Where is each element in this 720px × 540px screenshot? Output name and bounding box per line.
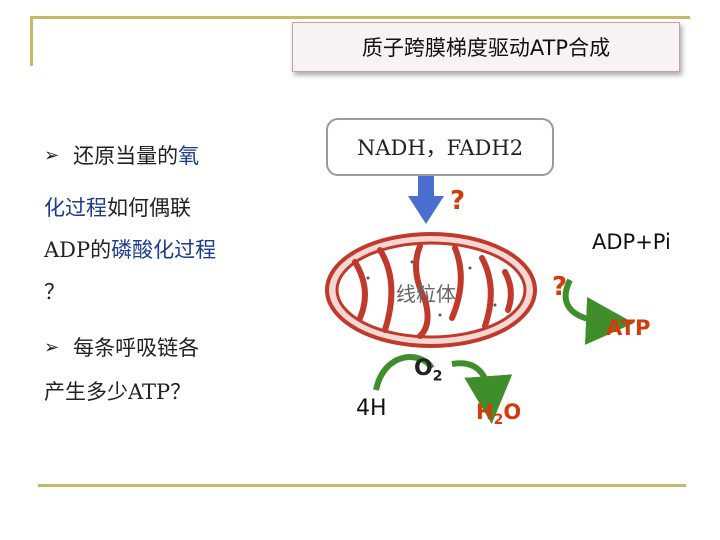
question-mark-top: ? xyxy=(450,186,466,216)
question-1-line-4: ？ xyxy=(44,280,65,304)
green-arrow-atp xyxy=(562,278,634,345)
q1-line3-pre: ADP的 xyxy=(44,238,112,262)
4h-label: 4H xyxy=(356,396,387,421)
h2o-label: H2O xyxy=(476,400,521,428)
question-1-line-3: ADP的磷酸化过程 xyxy=(44,234,216,264)
frame-left-line xyxy=(30,16,33,66)
bullet-arrow-icon: ➢ xyxy=(44,336,60,358)
question-1-line-1: ➢ 还原当量的氧 xyxy=(44,140,199,170)
question-mark-right: ? xyxy=(552,272,568,302)
frame-top-line xyxy=(30,16,690,19)
nadh-fadh2-box: NADH，FADH2 xyxy=(326,118,554,176)
adp-pi-label: ADP+Pi xyxy=(592,230,671,254)
frame-bottom-line xyxy=(38,484,686,487)
q1-line2-rest: 如何偶联 xyxy=(107,196,191,220)
question-1-line-2: 化过程如何偶联 xyxy=(44,192,191,222)
green-arc-left xyxy=(373,354,435,391)
question-2-line-2: 产生多少ATP？ xyxy=(44,380,192,404)
q1-text-b: 氧 xyxy=(178,144,200,168)
q1-line2-blue: 化过程 xyxy=(44,196,107,220)
q1-text-a: 还原当量的 xyxy=(73,144,179,168)
atp-label: ATP xyxy=(606,316,651,340)
q2-text: 每条呼吸链各 xyxy=(73,336,200,360)
q1-line3-blue: 磷酸化过程 xyxy=(111,238,217,262)
down-arrow-icon xyxy=(408,174,444,224)
bullet-arrow-icon: ➢ xyxy=(44,144,60,166)
o2-main: O xyxy=(414,356,433,381)
mitochondrion-label: 线粒体 xyxy=(396,282,456,306)
question-2-line-1: ➢ 每条呼吸链各 xyxy=(44,332,199,362)
o2-label: O2 xyxy=(414,356,442,384)
slide-title: 质子跨膜梯度驱动ATP合成 xyxy=(292,22,680,72)
green-arc-right xyxy=(451,360,513,424)
h2o-sub: 2 xyxy=(493,412,504,429)
o2-sub: 2 xyxy=(432,368,443,385)
h2o-tail: O xyxy=(503,400,522,424)
mitochondrion-icon xyxy=(325,232,537,348)
h2o-main: H xyxy=(476,400,494,424)
